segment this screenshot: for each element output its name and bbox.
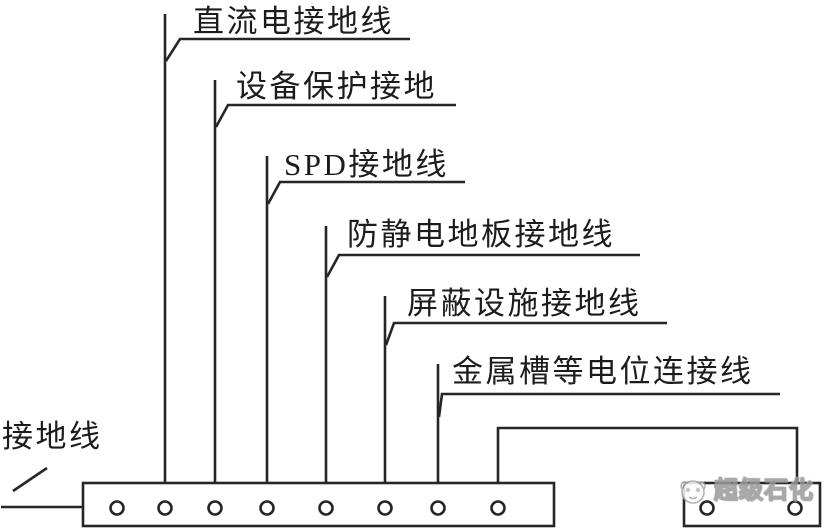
terminal-circle (787, 500, 803, 516)
terminal-circle (318, 500, 334, 516)
label-antistatic-floor: 防静电地板接地线 (347, 217, 615, 252)
label-leader-dc-ground (164, 37, 410, 62)
panda-logo-icon (680, 480, 706, 504)
label-spd-ground: SPD接地线 (284, 147, 449, 182)
terminal-circle (699, 500, 715, 516)
equipotential-connector-line (496, 426, 799, 502)
label-ground-wire: 接地线 (2, 419, 103, 454)
label-leader-equipment-ground (214, 103, 456, 128)
watermark: 超级石化 (676, 476, 814, 506)
terminal-circle (377, 500, 393, 516)
terminal-circle (259, 500, 275, 516)
label-metal-trough: 金属槽等电位连接线 (452, 354, 754, 389)
terminal-circle (490, 500, 506, 516)
label-leader-shielding (384, 321, 667, 346)
terminal-circle (207, 500, 223, 516)
watermark-text: 超级石化 (713, 478, 814, 504)
label-leader-metal-trough (437, 392, 780, 418)
ground-wire-leader (12, 466, 48, 493)
terminal-circle (109, 500, 125, 516)
label-equipment-ground: 设备保护接地 (236, 69, 437, 104)
terminal-circle (430, 500, 446, 516)
label-leader-spd-ground (266, 180, 465, 205)
label-leader-antistatic-floor (325, 253, 640, 278)
main-ground-bus-bar (81, 481, 556, 528)
label-shielding: 屏蔽设施接地线 (407, 286, 642, 321)
label-dc-ground: 直流电接地线 (193, 4, 394, 39)
terminal-circle (157, 500, 173, 516)
